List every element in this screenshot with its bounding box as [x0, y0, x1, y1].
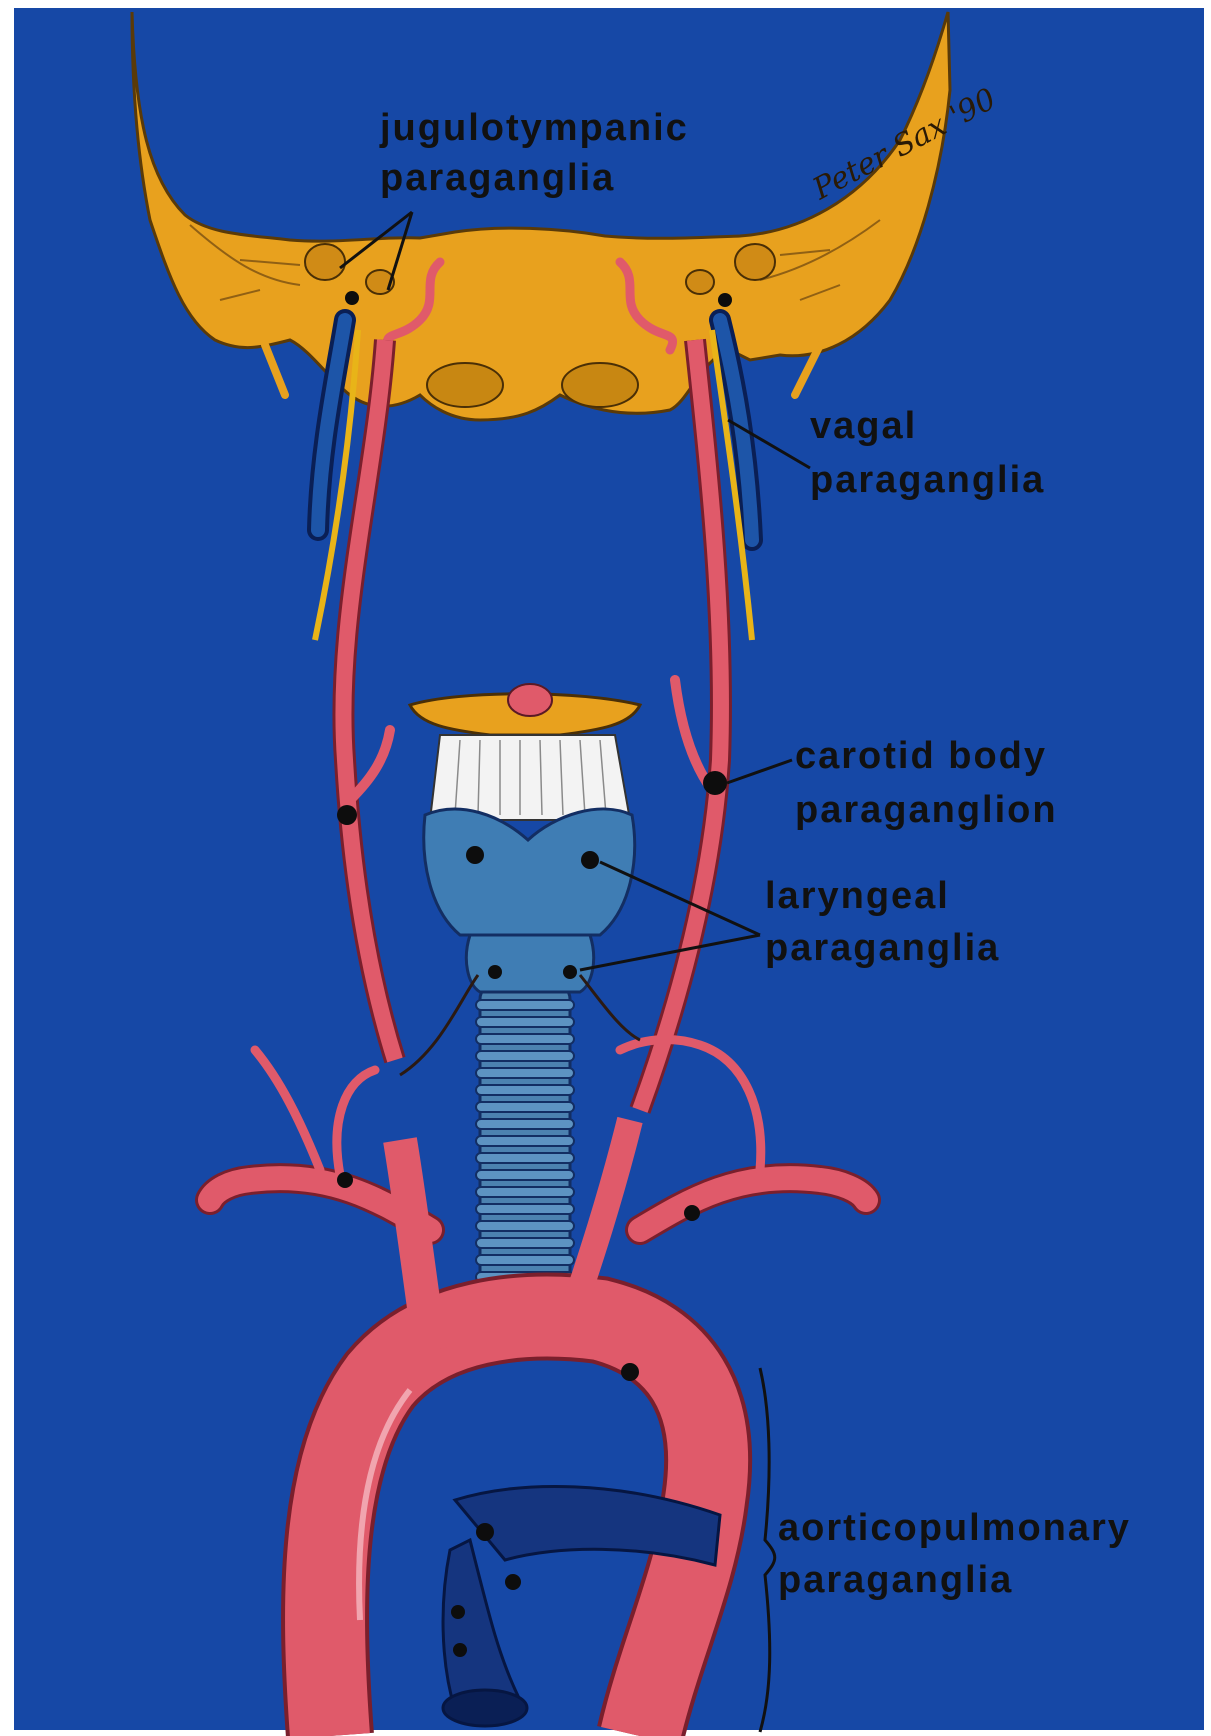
trachea-ring	[476, 1187, 574, 1197]
label-jugulotympanic-line1: jugulotympanic	[379, 107, 689, 149]
trachea-ring	[476, 1255, 574, 1265]
label-vagal-line2: paraganglia	[810, 459, 1045, 501]
paraganglion-aortic-3	[505, 1574, 521, 1590]
label-carotid-line1: carotid body	[795, 735, 1047, 777]
cricoid-cartilage	[466, 935, 593, 992]
paraganglion-subclavian-left	[337, 1172, 353, 1188]
paraganglion-laryngeal-4	[563, 965, 577, 979]
trachea-ring	[476, 1034, 574, 1044]
trachea-ring	[476, 1119, 574, 1129]
paraganglion-aortic-5	[453, 1643, 467, 1657]
foramen-right	[735, 244, 775, 280]
trachea-ring	[476, 1051, 574, 1061]
foramen-left	[305, 244, 345, 280]
paraganglion-jugulotympanic-left	[345, 291, 359, 305]
label-jugulotympanic-line2: paraganglia	[380, 157, 615, 199]
paraganglion-aortic-1	[621, 1363, 639, 1381]
trachea-ring	[476, 1136, 574, 1146]
label-aorticopulmonary-line1: aorticopulmonary	[778, 1507, 1131, 1549]
paraganglion-carotid-right	[703, 771, 727, 795]
trachea-ring	[476, 1221, 574, 1231]
paraganglion-subclavian-right	[684, 1205, 700, 1221]
paraganglion-laryngeal-1	[466, 846, 484, 864]
trachea-ring	[476, 1102, 574, 1112]
label-vagal-line1: vagal	[810, 405, 917, 447]
trachea-ring	[476, 1170, 574, 1180]
trachea-ring	[476, 1068, 574, 1078]
occipital-condyle-right	[562, 363, 638, 407]
label-laryngeal-line1: laryngeal	[765, 875, 950, 917]
pulmonary-opening	[443, 1690, 527, 1726]
label-carotid-line2: paraganglion	[795, 789, 1058, 831]
paraganglion-jugulotympanic-right	[718, 293, 732, 307]
trachea	[476, 985, 574, 1305]
trachea-ring	[476, 1153, 574, 1163]
trachea-ring	[476, 1204, 574, 1214]
label-aorticopulmonary-line2: paraganglia	[778, 1559, 1013, 1601]
trachea-ring	[476, 1238, 574, 1248]
paraganglion-laryngeal-2	[581, 851, 599, 869]
epiglottis	[508, 684, 552, 716]
paraganglion-laryngeal-3	[488, 965, 502, 979]
occipital-condyle-left	[427, 363, 503, 407]
foramen-right-2	[686, 270, 714, 294]
trachea-ring	[476, 1017, 574, 1027]
label-laryngeal-line2: paraganglia	[765, 927, 1000, 969]
trachea-ring	[476, 1000, 574, 1010]
paraganglion-aortic-2	[476, 1523, 494, 1541]
paraganglion-carotid-left	[337, 805, 357, 825]
paraganglion-aortic-4	[451, 1605, 465, 1619]
trachea-ring	[476, 1085, 574, 1095]
